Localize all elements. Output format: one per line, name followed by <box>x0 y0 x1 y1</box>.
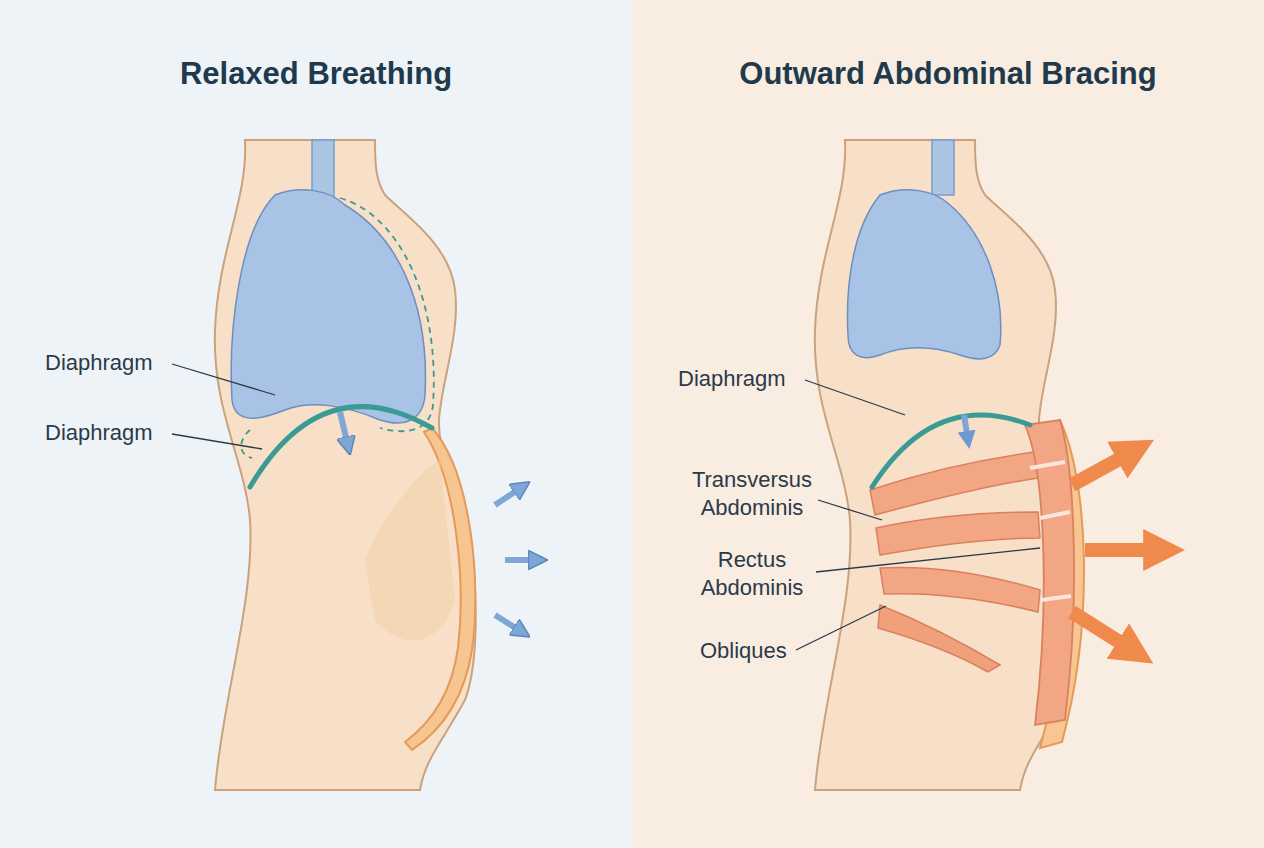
part-label: Rectus Abdominis <box>672 546 832 601</box>
left-leader-lines <box>172 364 275 449</box>
panel: Outward Abdominal Bracing <box>632 0 1264 848</box>
right-torso <box>815 140 1160 790</box>
right-leader-lines <box>796 380 1040 650</box>
left-torso <box>215 140 538 790</box>
left-panel-ground <box>0 0 632 848</box>
panel-title: Relaxed Breathing <box>0 55 632 92</box>
part-label: Transversus Abdominis <box>672 466 832 521</box>
part-label: Diaphragm <box>678 365 828 393</box>
panel-title: Outward Abdominal Bracing <box>632 55 1264 92</box>
right-panel-ground <box>632 0 1264 848</box>
part-label: Diaphragm <box>45 419 195 447</box>
part-label: Diaphragm <box>45 349 195 377</box>
part-label: Obliques <box>700 637 820 665</box>
